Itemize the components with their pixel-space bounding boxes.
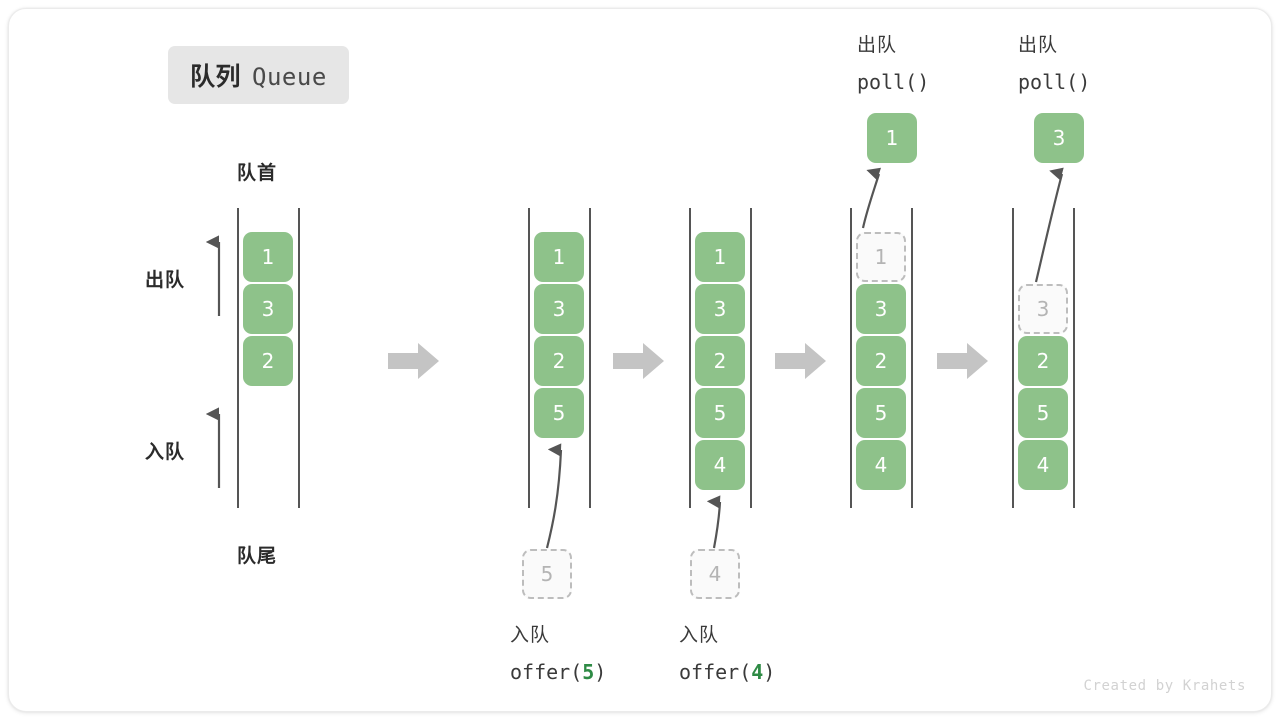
- queue-cell: 4: [856, 440, 906, 490]
- title-english: Queue: [252, 63, 327, 91]
- enqueue-motion-arrow-icon: [545, 443, 563, 549]
- caption-code: offer(5): [510, 660, 607, 684]
- queue-cell: 5: [534, 388, 584, 438]
- title-chinese: 队列: [190, 63, 242, 91]
- step-arrow-icon: [613, 343, 664, 379]
- queue-cell: 5: [856, 388, 906, 438]
- rail-right: [911, 208, 913, 508]
- queue-cell-ghost: 3: [1018, 284, 1068, 334]
- rail-right: [298, 208, 300, 508]
- queue-cell: 3: [856, 284, 906, 334]
- dequeue-motion-arrow-icon: [1034, 167, 1064, 283]
- incoming-element-ghost: 5: [522, 549, 572, 599]
- queue-cell: 4: [695, 440, 745, 490]
- queue-cell: 3: [243, 284, 293, 334]
- rail-left: [528, 208, 530, 508]
- dequeued-element: 3: [1034, 113, 1084, 163]
- column-header: 出队 poll(): [857, 28, 929, 100]
- dequeued-element: 1: [867, 113, 917, 163]
- queue-cell: 5: [1018, 388, 1068, 438]
- queue-cell: 4: [1018, 440, 1068, 490]
- queue-cell: 5: [695, 388, 745, 438]
- rail-right: [1073, 208, 1075, 508]
- dequeue-direction-label: 出队: [145, 270, 186, 291]
- queue-head-label: 队首: [237, 163, 278, 184]
- queue-cell: 2: [243, 336, 293, 386]
- rail-right: [750, 208, 752, 508]
- column-caption: 入队 offer(5): [510, 618, 606, 692]
- column-header: 出队 poll(): [1018, 28, 1090, 100]
- queue-cell: 1: [695, 232, 745, 282]
- step-arrow-icon: [775, 343, 826, 379]
- queue-cell: 2: [1018, 336, 1068, 386]
- enqueue-direction-label: 入队: [145, 442, 186, 463]
- queue-tail-label: 队尾: [237, 546, 278, 567]
- queue-cell: 3: [695, 284, 745, 334]
- caption-code: offer(4): [679, 660, 776, 684]
- queue-cell: 1: [243, 232, 293, 282]
- column-caption: 入队 offer(4): [679, 618, 775, 692]
- enqueue-motion-arrow-icon: [706, 495, 722, 549]
- queue-cell-ghost: 1: [856, 232, 906, 282]
- header-chinese: 出队: [857, 35, 898, 56]
- queue-cell: 2: [856, 336, 906, 386]
- caption-chinese: 入队: [679, 625, 720, 646]
- queue-cell: 1: [534, 232, 584, 282]
- dequeue-motion-arrow-icon: [861, 167, 882, 229]
- rail-left: [1012, 208, 1014, 508]
- queue-cell: 2: [695, 336, 745, 386]
- enqueue-direction-arrow-icon: [205, 407, 221, 488]
- queue-cell: 2: [534, 336, 584, 386]
- header-chinese: 出队: [1018, 35, 1059, 56]
- header-code: poll(): [857, 70, 930, 94]
- header-code: poll(): [1018, 70, 1091, 94]
- step-arrow-icon: [937, 343, 988, 379]
- incoming-element-ghost: 4: [690, 549, 740, 599]
- watermark-credit: Created by Krahets: [1083, 678, 1246, 694]
- step-arrow-icon: [388, 343, 439, 379]
- rail-right: [589, 208, 591, 508]
- rail-left: [689, 208, 691, 508]
- title-badge: 队列 Queue: [168, 46, 349, 104]
- rail-left: [237, 208, 239, 508]
- queue-cell: 3: [534, 284, 584, 334]
- caption-chinese: 入队: [510, 625, 551, 646]
- rail-left: [850, 208, 852, 508]
- dequeue-direction-arrow-icon: [205, 235, 221, 316]
